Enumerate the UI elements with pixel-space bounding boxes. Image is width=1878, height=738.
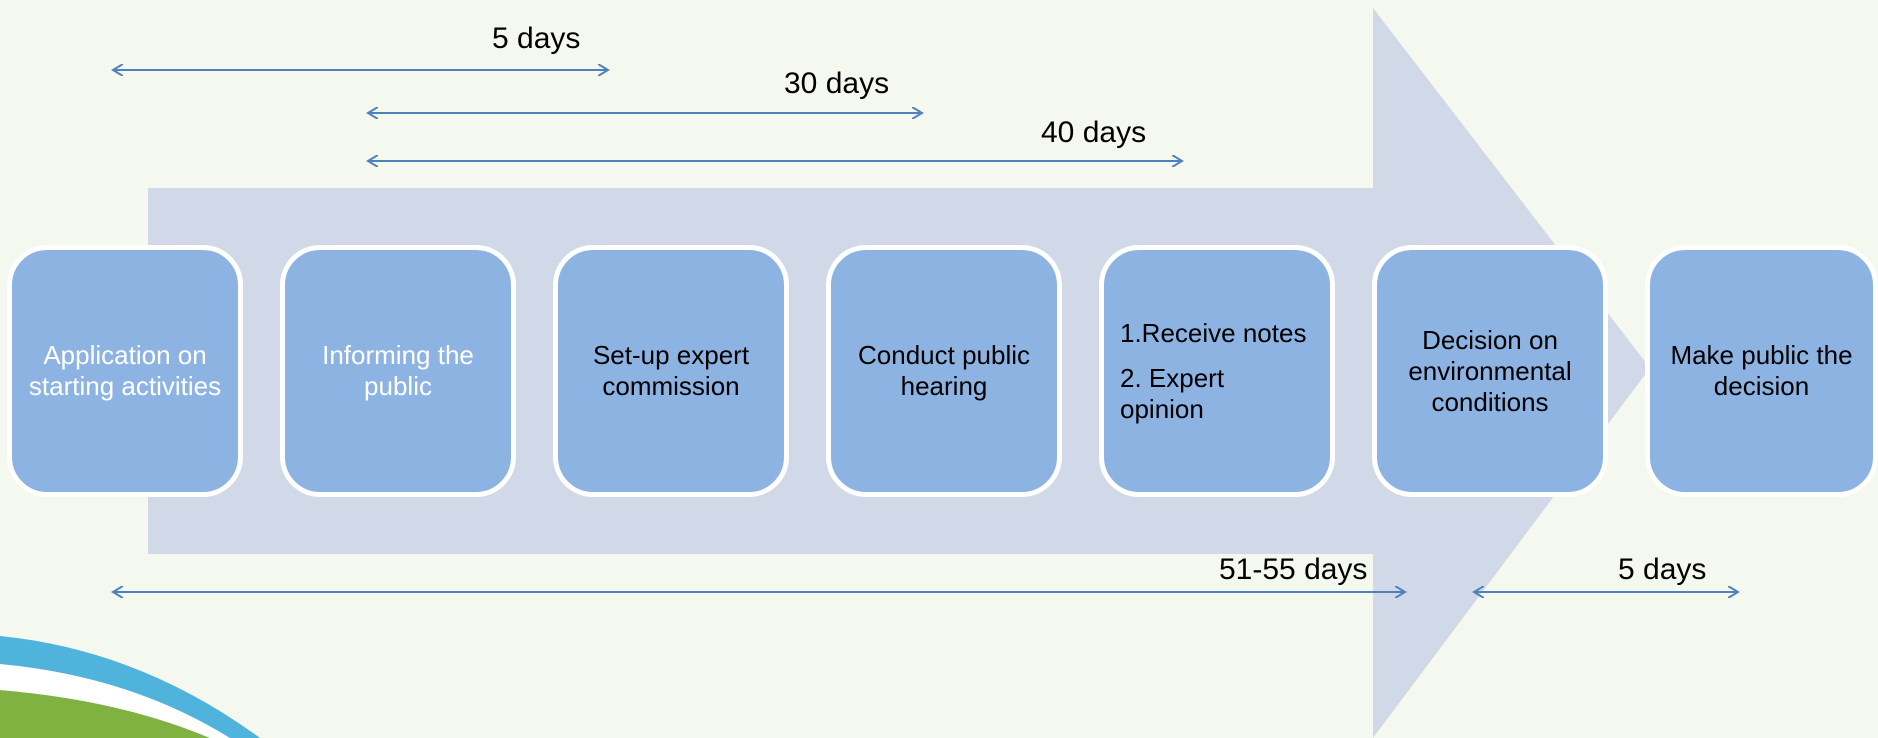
- step-label: Make public the decision: [1670, 340, 1853, 401]
- decorative-swoosh-blue: [0, 636, 260, 738]
- step-label: Decision on environmental conditions: [1408, 324, 1572, 417]
- step-label-line-2: 2. Expert opinion: [1120, 362, 1225, 424]
- step-label: Conduct public hearing: [858, 340, 1030, 401]
- step-label-line-1: 1.Receive notes: [1120, 317, 1307, 348]
- step-application: Application on starting activities: [7, 245, 243, 497]
- step-label: Set-up expert commission: [592, 340, 750, 401]
- step-expert-commission: Set-up expert commission: [553, 245, 789, 497]
- duration-label-51-55-days: 51-55 days: [1219, 553, 1368, 586]
- step-make-public: Make public the decision: [1645, 245, 1878, 497]
- step-decision: Decision on environmental conditions: [1372, 245, 1608, 497]
- step-informing-public: Informing the public: [280, 245, 516, 497]
- duration-label-40-days: 40 days: [1041, 116, 1147, 149]
- duration-label-5-days-bottom: 5 days: [1618, 553, 1707, 586]
- decorative-swoosh-green: [0, 690, 210, 738]
- step-notes-opinion: 1.Receive notes 2. Expert opinion: [1099, 245, 1335, 497]
- decorative-swoosh-white: [0, 664, 230, 738]
- step-label: Application on starting activities: [28, 340, 222, 401]
- duration-label-30-days: 30 days: [784, 67, 890, 100]
- duration-label-5-days-top: 5 days: [492, 22, 581, 55]
- step-label: Informing the public: [322, 340, 474, 401]
- step-public-hearing: Conduct public hearing: [826, 245, 1062, 497]
